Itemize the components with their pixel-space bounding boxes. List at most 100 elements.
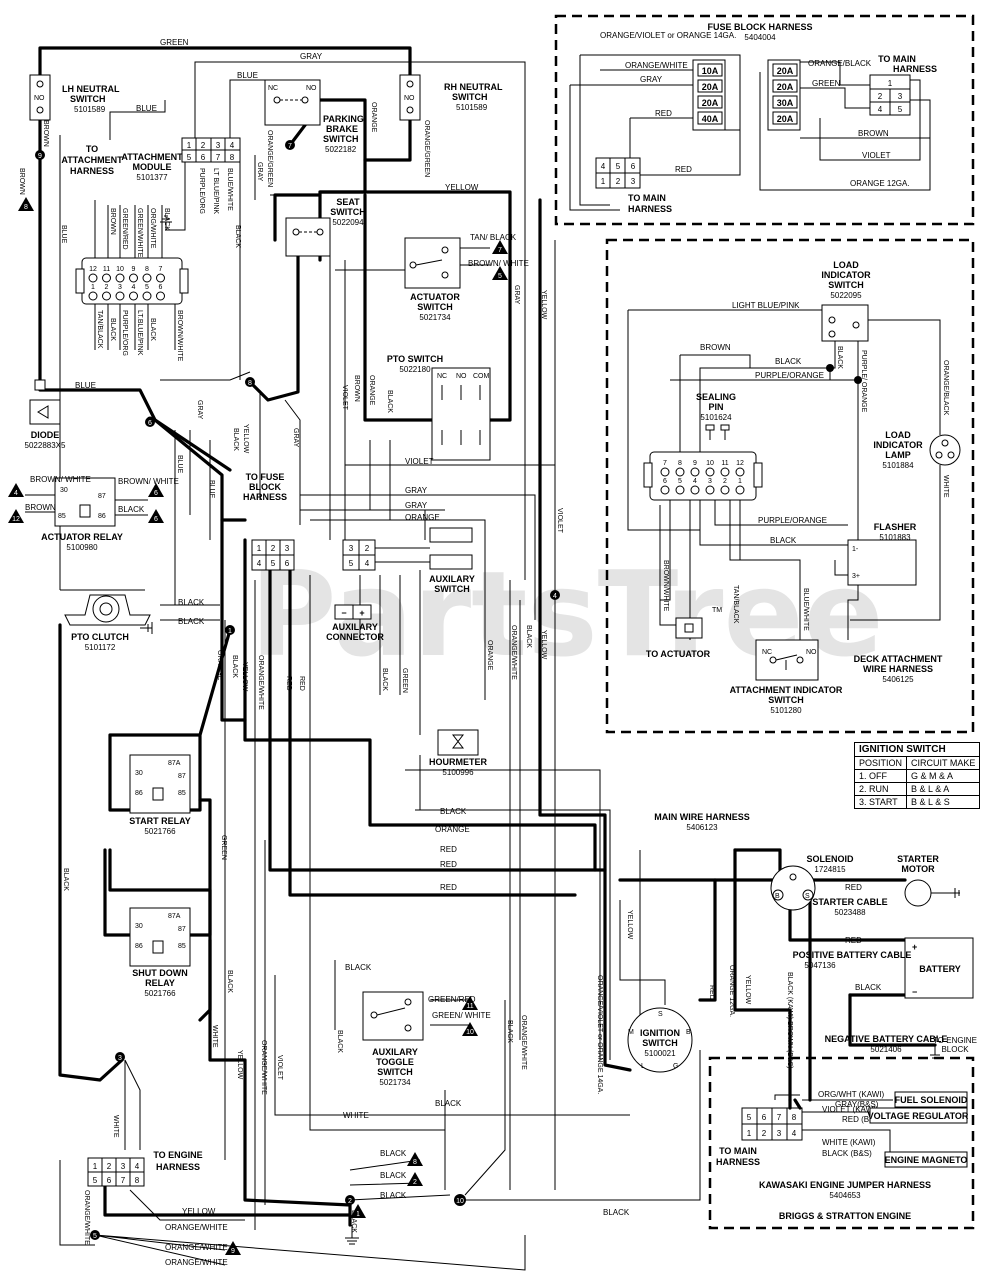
deck-plug-bottom-pin-label: 6 xyxy=(663,478,667,485)
deck-harness-region xyxy=(605,238,975,734)
svg-text:BLACK: BLACK xyxy=(234,225,241,248)
ignition-switch: S M B L G IGNITION SWITCH 5100021 xyxy=(627,1007,693,1073)
deck-plug-bottom-pin-6 xyxy=(660,485,670,495)
svg-text:87: 87 xyxy=(178,773,186,780)
svg-text:L: L xyxy=(641,1063,645,1070)
diode: DIODE 5022883X5 xyxy=(25,379,66,450)
svg-text:BLUE: BLUE xyxy=(60,225,67,244)
svg-text:BLACK: BLACK xyxy=(118,505,145,514)
svg-text:RED: RED xyxy=(708,985,715,1000)
svg-text:5101883: 5101883 xyxy=(879,533,911,542)
svg-text:BLACK: BLACK xyxy=(435,1099,462,1108)
actuator-switch: ACTUATOR SWITCH 5021734 TAN/ BLACK BROWN… xyxy=(404,233,529,322)
ignition-table-header-circuit: CIRCUIT MAKE xyxy=(906,756,981,770)
svg-text:5406123: 5406123 xyxy=(686,823,718,832)
attach-plug-bottom-pin-4 xyxy=(129,291,138,301)
svg-text:2: 2 xyxy=(201,141,206,150)
svg-text:GREEN: GREEN xyxy=(160,38,189,47)
svg-text:BLACK: BLACK xyxy=(231,655,238,678)
seat-switch: SEAT SWITCH 5022094 xyxy=(285,197,366,257)
svg-text:6: 6 xyxy=(107,1176,112,1185)
svg-text:1: 1 xyxy=(228,628,232,635)
svg-text:1-: 1- xyxy=(852,546,859,553)
svg-text:BLACK: BLACK xyxy=(226,970,233,993)
svg-text:BLACK: BLACK xyxy=(109,318,116,341)
engine-connector-pin: 6 xyxy=(762,1113,767,1122)
attach-plug-top-pin-label: 8 xyxy=(145,266,149,273)
svg-text:7: 7 xyxy=(121,1176,126,1185)
fuse-wire-violet: VIOLET xyxy=(862,151,891,160)
svg-text:GRAY: GRAY xyxy=(405,501,428,510)
svg-text:87A: 87A xyxy=(168,760,181,767)
parking-brake-switch: NC NO PARKING BRAKE SWITCH 5022182 xyxy=(264,79,364,154)
svg-text:BROWN: BROWN xyxy=(700,343,731,352)
svg-text:3: 3 xyxy=(118,1055,122,1062)
attach-plug-bottom-pin-label: 5 xyxy=(145,284,149,291)
svg-text:BLUE: BLUE xyxy=(176,455,183,474)
svg-text:HOURMETER: HOURMETER xyxy=(429,757,487,767)
deck-plug-top-pin-7 xyxy=(660,467,670,477)
svg-text:BLACK: BLACK xyxy=(380,1191,407,1200)
svg-text:5021734: 5021734 xyxy=(419,313,451,322)
starter-motor: STARTER MOTOR STARTER CABLE 5023488 RED xyxy=(812,854,960,917)
hourmeter: HOURMETER 5100996 xyxy=(429,729,487,777)
svg-text:5021406: 5021406 xyxy=(870,1045,902,1054)
fuse-to-main-r1: TO MAIN xyxy=(878,54,916,64)
engine-harness-region xyxy=(708,1056,975,1230)
svg-text:+: + xyxy=(912,942,917,952)
deck-plug-top-pin-label: 11 xyxy=(721,460,728,467)
svg-text:5022883X5: 5022883X5 xyxy=(25,441,66,450)
svg-text:VIOLET: VIOLET xyxy=(276,1055,283,1081)
fuse-r4: 20A xyxy=(777,114,794,124)
deck-plug-bottom-pin-label: 5 xyxy=(678,478,682,485)
svg-text:MODULE: MODULE xyxy=(133,162,172,172)
svg-text:BLACK: BLACK xyxy=(770,536,797,545)
ground-symbol-clutch xyxy=(140,622,153,634)
fuse-wire-orange-black: ORANGE/BLACK xyxy=(808,59,872,68)
attach-plug-top-pin-label: 7 xyxy=(159,266,163,273)
svg-text:NC: NC xyxy=(437,373,447,380)
svg-text:BLACK: BLACK xyxy=(149,318,156,341)
svg-text:1: 1 xyxy=(356,1211,360,1218)
svg-text:ORANGE/WHITE: ORANGE/WHITE xyxy=(165,1223,228,1232)
svg-text:3: 3 xyxy=(349,544,354,553)
svg-text:ORANGE/GREEN: ORANGE/GREEN xyxy=(266,130,273,187)
svg-text:RED: RED xyxy=(440,860,457,869)
svg-text:ACTUATOR RELAY: ACTUATOR RELAY xyxy=(41,532,123,542)
engine-jumper-harness: ORG/WHT (KAWI) GRAY(B&S) VIOLET (KAWI) R… xyxy=(716,1090,969,1221)
svg-text:87: 87 xyxy=(178,926,186,933)
svg-text:ENGINE MAGNETO: ENGINE MAGNETO xyxy=(885,1155,968,1165)
attach-plug-top-pin-12 xyxy=(88,273,98,283)
svg-text:YELLOW: YELLOW xyxy=(540,630,547,660)
svg-text:8: 8 xyxy=(24,204,28,211)
svg-text:ORG/WHT (KAWI): ORG/WHT (KAWI) xyxy=(818,1090,885,1099)
svg-text:ORANGE/BLACK: ORANGE/BLACK xyxy=(942,360,949,416)
attach-plug-bottom-pin-label: 2 xyxy=(105,284,109,291)
svg-text:BLACK: BLACK xyxy=(380,1149,407,1158)
fuse-to-main-2: HARNESS xyxy=(628,204,672,214)
auxilary-switch: 3 2 5 4 AUXILARY SWITCH xyxy=(342,527,475,594)
deck-plug-top-pin-label: 12 xyxy=(736,460,744,467)
attach-plug-bottom-pin-1 xyxy=(88,291,98,301)
svg-text:85: 85 xyxy=(178,790,186,797)
svg-text:5021734: 5021734 xyxy=(379,1078,411,1087)
svg-text:BRIGGS & STRATTON ENGINE: BRIGGS & STRATTON ENGINE xyxy=(779,1211,911,1221)
engine-harness-connector: 1 2 3 4 5 6 7 8 TO ENGINE HARNESS xyxy=(87,1150,203,1187)
svg-text:LH NEUTRAL: LH NEUTRAL xyxy=(62,84,120,94)
thin-wires xyxy=(59,61,701,1271)
deck-plug-bottom-pin-5 xyxy=(675,485,685,495)
svg-text:30: 30 xyxy=(60,487,68,494)
svg-text:SWITCH: SWITCH xyxy=(330,207,366,217)
attach-plug-bottom-pin-label: 4 xyxy=(132,284,136,291)
svg-text:BLACK (B&S): BLACK (B&S) xyxy=(822,1149,872,1158)
deck-plug-top-pin-label: 10 xyxy=(706,460,714,467)
fuse-connector-left: 4 5 6 1 2 3 xyxy=(595,157,641,189)
attach-plug-bottom-pin-2 xyxy=(102,291,111,301)
svg-text:5101280: 5101280 xyxy=(770,706,802,715)
svg-text:PTO CLUTCH: PTO CLUTCH xyxy=(71,632,129,642)
svg-text:3: 3 xyxy=(285,544,290,553)
svg-text:5: 5 xyxy=(271,559,276,568)
engine-connector-pin: 3 xyxy=(777,1129,782,1138)
svg-text:LOAD: LOAD xyxy=(885,430,911,440)
